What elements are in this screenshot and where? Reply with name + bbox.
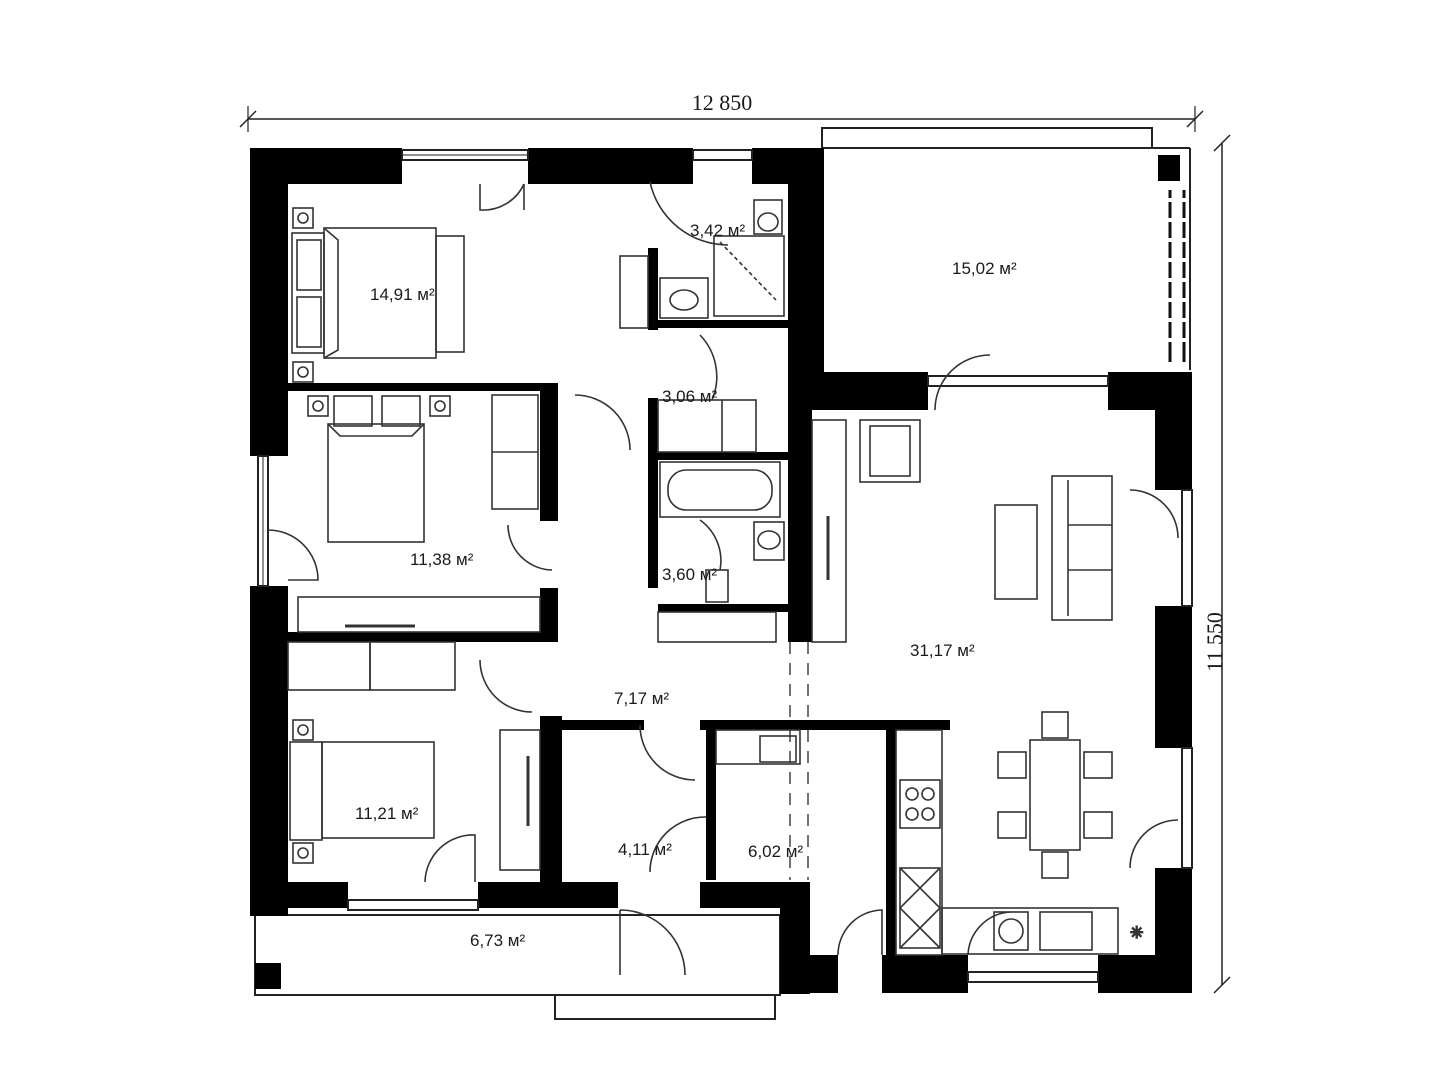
area-corridor-small: 3,06 м² [662,387,717,406]
dimension-height: 11 550 [1202,134,1231,994]
living-furniture [811,419,1113,879]
windows [257,149,1193,983]
area-utility: 6,02 м² [748,842,803,861]
area-bedroom-1: 14,91 м² [370,285,435,304]
dimension-width: 12 850 [239,90,1204,132]
walls [250,148,1192,994]
open-passages [789,642,809,880]
bed-bedroom-1 [291,207,465,383]
room-labels: 14,91 м² 3,42 м² 15,02 м² 3,06 м² 11,38 … [355,221,1017,950]
area-hallway: 7,17 м² [614,689,669,708]
doors [267,181,1179,976]
area-terrace-1: 15,02 м² [952,259,1017,278]
area-living-room: 31,17 м² [910,641,975,660]
bed-bedroom-2 [297,394,541,633]
area-storage: 4,11 м² [618,840,672,859]
kitchen: ✳ [715,729,1144,956]
area-bedroom-2: 11,38 м² [410,550,474,569]
bed-bedroom-3 [287,641,541,871]
terrace-top [821,127,1191,370]
svg-text:✳: ✳ [1130,923,1143,942]
area-bathroom-2: 3,60 м² [662,565,717,584]
bathroom-fixtures [619,199,785,643]
area-bathroom-1: 3,42 м² [690,221,745,240]
area-porch: 6,73 м² [470,931,525,950]
dimension-height-label: 11 550 [1202,612,1227,672]
area-bedroom-3: 11,21 м² [355,804,419,823]
dimension-width-label: 12 850 [692,90,753,115]
